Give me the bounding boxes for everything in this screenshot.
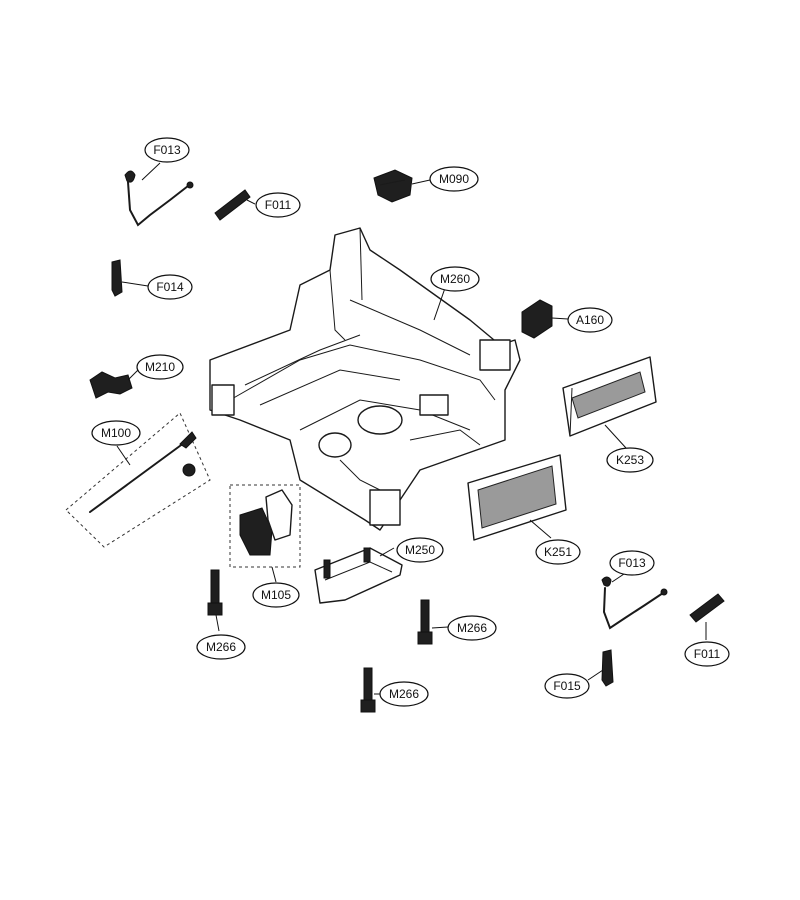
leader-lines [116, 162, 707, 695]
a160-sensor-part [521, 299, 553, 339]
callout-label: M260 [440, 272, 470, 286]
callout-a160: A160 [567, 307, 613, 333]
callout-label: F011 [694, 647, 721, 661]
callout-f015: F015 [544, 673, 590, 699]
k253-panel-part [562, 356, 657, 437]
f011-spring-part-right [689, 593, 725, 623]
f015-clip-part [601, 649, 614, 687]
callout-k253: K253 [606, 447, 654, 473]
callout-label: M090 [439, 172, 469, 186]
base-frame-part [209, 227, 521, 531]
m105-block-part [229, 484, 301, 568]
callout-label: M266 [389, 687, 419, 701]
callout-f013-right: F013 [609, 550, 655, 576]
callout-label: K253 [616, 453, 644, 467]
m266-screw-left [207, 569, 223, 616]
callout-m090: M090 [429, 166, 479, 192]
callout-m250: M250 [396, 537, 444, 563]
callout-m266-middle: M266 [447, 615, 497, 641]
k251-plate-part [467, 454, 567, 541]
callout-m100: M100 [91, 420, 141, 446]
callout-m105: M105 [252, 582, 300, 608]
callout-m210: M210 [136, 354, 184, 380]
m250-tray-part [314, 547, 403, 604]
callout-label: F013 [153, 143, 181, 157]
f014-clip-part [111, 259, 123, 297]
callout-label: F014 [156, 280, 184, 294]
callout-label: M266 [457, 621, 487, 635]
callout-label: F013 [618, 556, 646, 570]
callout-label: M210 [145, 360, 175, 374]
callout-f014: F014 [147, 274, 193, 300]
callout-label: M100 [101, 426, 131, 440]
callout-m266-left: M266 [196, 634, 246, 660]
f011-spring-part [214, 189, 251, 221]
callout-label: A160 [576, 313, 604, 327]
callout-label: M105 [261, 588, 291, 602]
callout-f011-top: F011 [255, 192, 301, 218]
callout-f013-top: F013 [144, 137, 190, 163]
callout-label: M250 [405, 543, 435, 557]
callout-m266-bottom: M266 [379, 681, 429, 707]
callout-label: K251 [544, 545, 572, 559]
f013-spring-part [124, 170, 194, 227]
m266-screw-bottom [360, 667, 376, 713]
m266-screw-middle [417, 599, 433, 645]
callout-label: M266 [206, 640, 236, 654]
callout-f011-right: F011 [684, 641, 730, 667]
m100-rod-part [65, 412, 211, 548]
m210-latch-part [89, 371, 133, 399]
m090-bracket-part [373, 169, 413, 203]
callout-k251: K251 [535, 539, 581, 565]
callout-label: F011 [265, 198, 292, 212]
callout-label: F015 [553, 679, 581, 693]
callout-m260: M260 [430, 266, 480, 292]
f013-spring-part-right [601, 576, 668, 630]
